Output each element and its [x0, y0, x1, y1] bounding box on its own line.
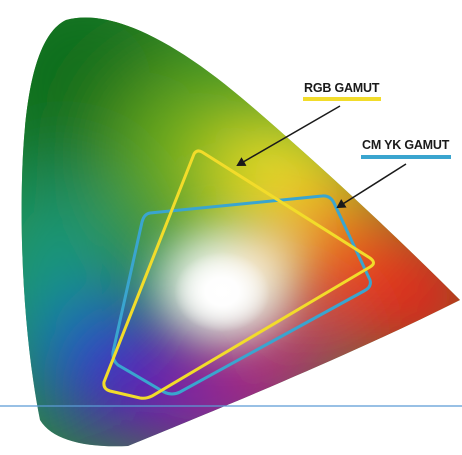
- cmyk-arrow: [336, 163, 407, 209]
- cmyk-gamut-label: CM YK GAMUT: [362, 138, 450, 152]
- rgb-gamut-outline: [102, 149, 375, 400]
- rgb-arrow: [236, 105, 341, 167]
- cmyk-gamut-outline: [111, 194, 372, 396]
- rgb-gamut-label: RGB GAMUT: [304, 81, 380, 95]
